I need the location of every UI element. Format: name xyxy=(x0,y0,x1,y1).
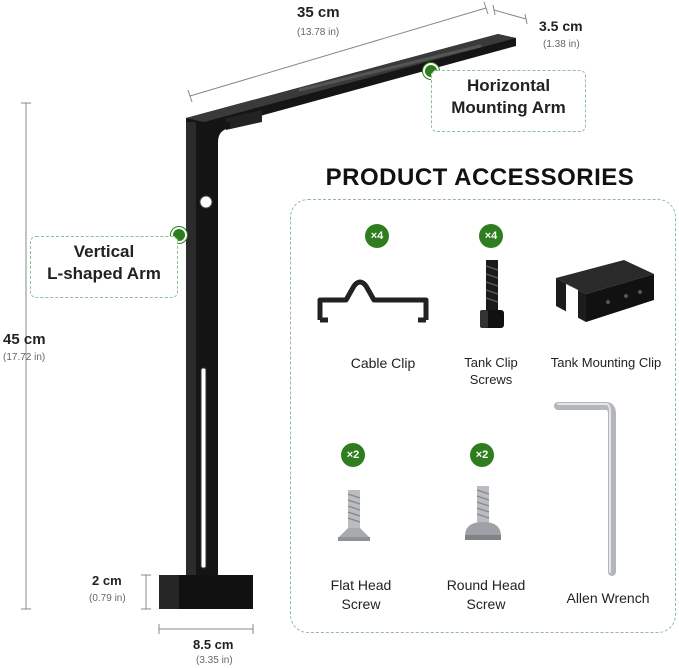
width-sub-label: (1.38 in) xyxy=(543,39,580,50)
round-head-screw-quantity-badge: ×2 xyxy=(470,443,494,467)
allen-wrench-icon xyxy=(554,402,616,576)
flat-head-screw-label-line2: Screw xyxy=(341,596,381,612)
width-label: 3.5 cm xyxy=(539,18,583,34)
horizontal-mounting-arm xyxy=(186,34,516,130)
tank-mounting-clip-label: Tank Mounting Clip xyxy=(550,355,662,370)
base-height-label: 2 cm xyxy=(92,573,122,588)
base-width-label: 8.5 cm xyxy=(193,637,234,652)
vertical-arm-callout: Vertical L-shaped Arm xyxy=(30,236,178,298)
round-head-screw-icon xyxy=(465,486,501,540)
length-label: 35 cm xyxy=(297,4,340,21)
width-dimension-line xyxy=(492,4,528,25)
vertical-l-shaped-arm xyxy=(186,122,230,575)
allen-wrench-label: Allen Wrench xyxy=(566,590,650,606)
height-sub-label: (17.72 in) xyxy=(3,352,46,363)
base-width-sub-label: (3.35 in) xyxy=(196,655,233,666)
flat-head-screw-label: Flat Head Screw xyxy=(313,576,409,614)
tank-mounting-clip-icon xyxy=(556,260,654,322)
base-block xyxy=(159,575,253,609)
accessories-heading: PRODUCT ACCESSORIES xyxy=(325,164,635,191)
flat-head-screw-quantity-badge: ×2 xyxy=(341,443,365,467)
cable-clip-icon xyxy=(317,279,429,323)
round-head-screw-label: Round Head Screw xyxy=(432,576,540,614)
horizontal-arm-callout: Horizontal Mounting Arm xyxy=(431,70,586,132)
round-head-screw-label-line2: Screw xyxy=(466,596,506,612)
tank-clip-screw-icon xyxy=(480,260,504,328)
tank-clip-screws-label-line1: Tank Clip xyxy=(464,355,518,370)
vertical-arm-callout-line1: Vertical xyxy=(73,242,135,261)
base-height-sub-label: (0.79 in) xyxy=(89,593,126,604)
tank-clip-screws-label-line2: Screws xyxy=(469,372,513,387)
flat-head-screw-label-line1: Flat Head xyxy=(330,577,392,593)
height-dimension-line xyxy=(21,102,31,610)
accessories-panel xyxy=(290,199,676,633)
horizontal-arm-callout-line2: Mounting Arm xyxy=(451,98,566,117)
tank-clip-screws-label: Tank Clip Screws xyxy=(445,354,537,388)
flat-head-screw-icon xyxy=(338,490,370,541)
cable-clip-label: Cable Clip xyxy=(350,355,416,371)
vertical-arm-callout-line2: L-shaped Arm xyxy=(47,264,161,283)
length-sub-label: (13.78 in) xyxy=(297,27,340,38)
base-width-dimension-line xyxy=(158,624,254,634)
length-dimension-line xyxy=(187,1,489,103)
height-label: 45 cm xyxy=(3,331,46,348)
tank-clip-screws-quantity-badge: ×4 xyxy=(479,224,503,248)
horizontal-arm-callout-line1: Horizontal xyxy=(466,76,551,95)
cable-clip-quantity-badge: ×4 xyxy=(365,224,389,248)
base-height-dimension-line xyxy=(141,574,151,610)
round-head-screw-label-line1: Round Head xyxy=(446,577,526,593)
